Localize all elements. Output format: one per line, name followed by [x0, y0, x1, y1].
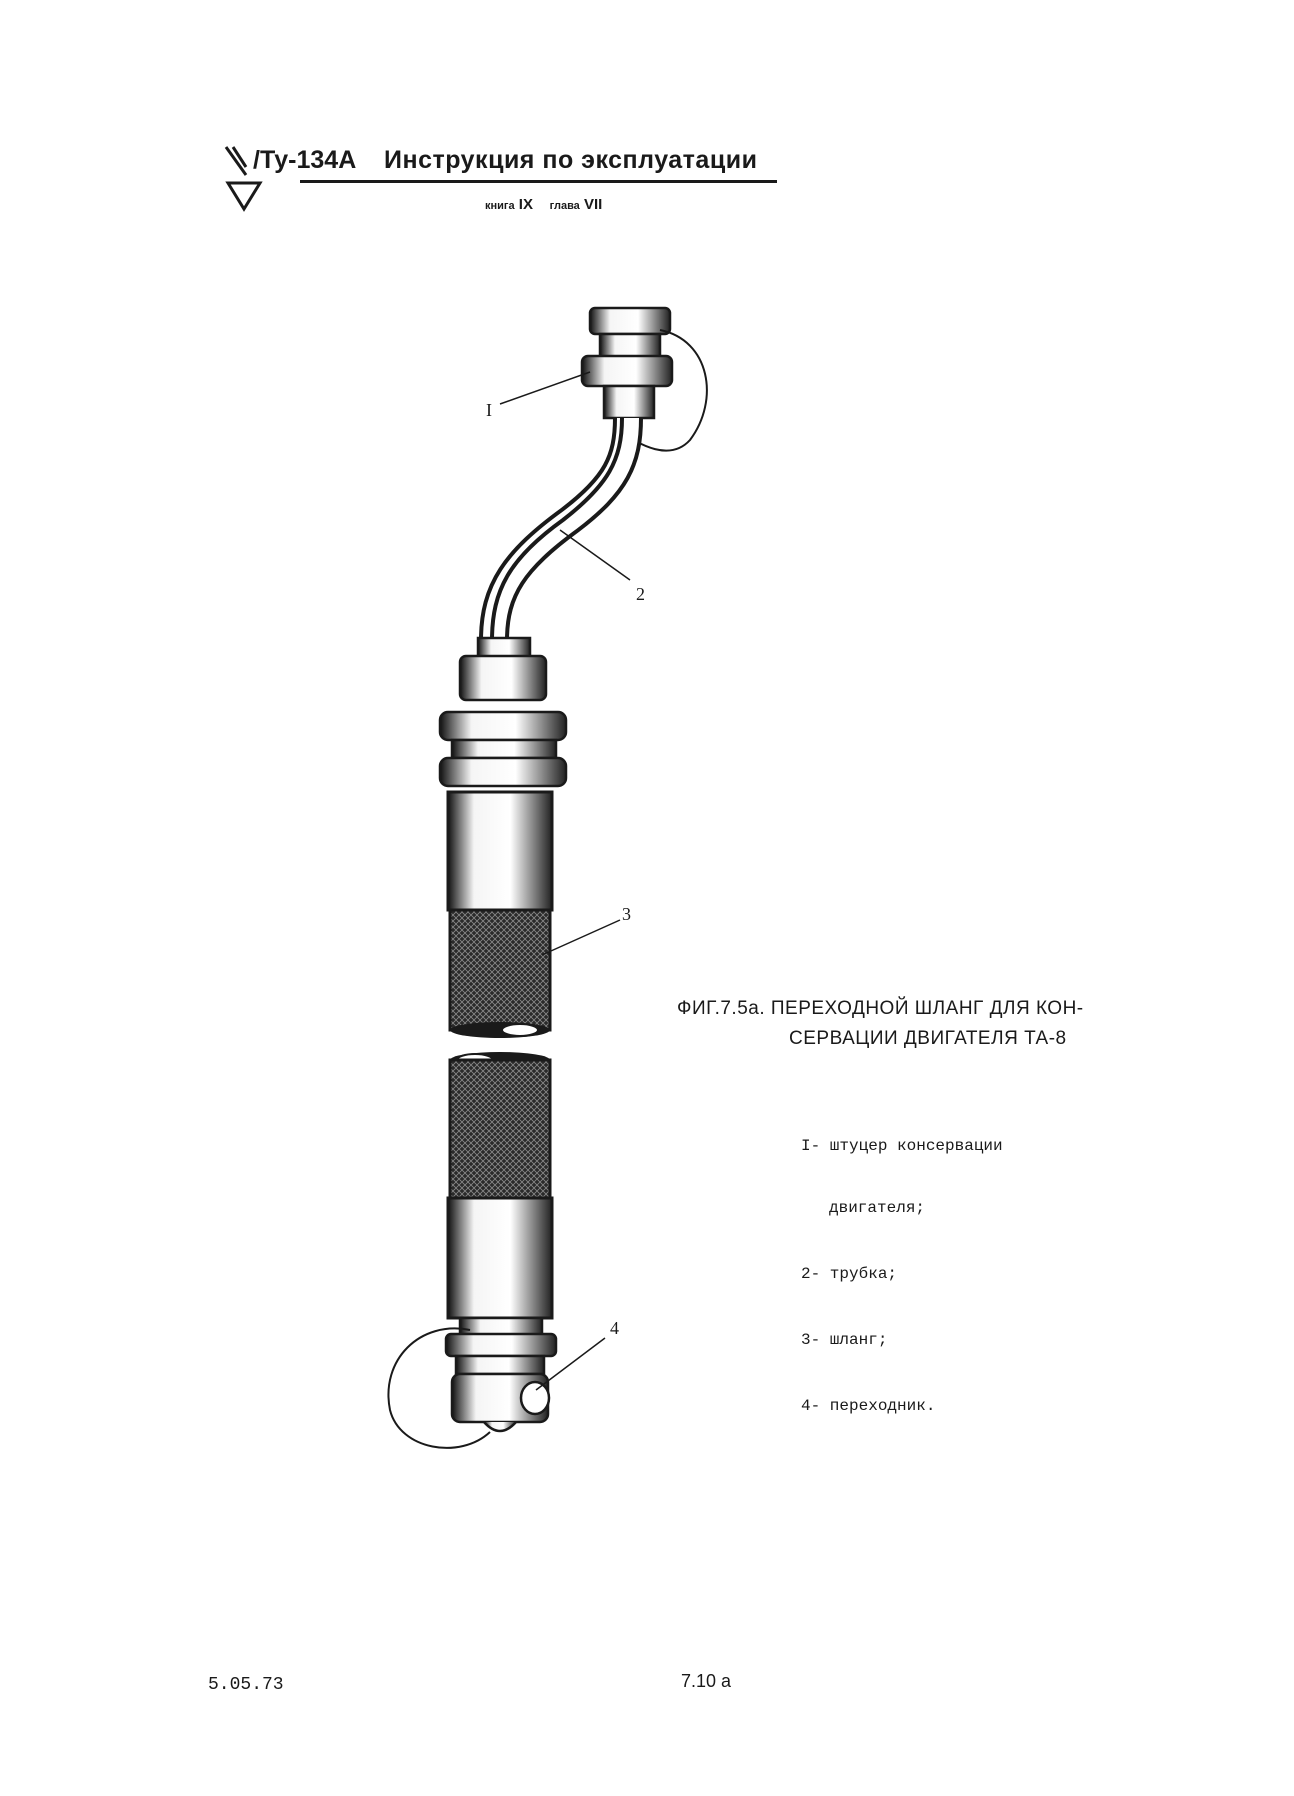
hose-ferrule-bottom — [446, 1196, 554, 1320]
page-number: 7.10 а — [681, 1671, 732, 1691]
adapter — [444, 1316, 558, 1433]
leader-lines — [499, 371, 631, 1391]
figure-caption: ФИГ.7.5а. ПЕРЕХОДНОЙ ШЛАНГ ДЛЯ КОН- СЕРВ… — [677, 994, 1084, 1054]
legend-item: I- штуцер консервации — [801, 1137, 1003, 1155]
caption-line-2: СЕРВАЦИИ ДВИГАТЕЛЯ ТА-8 — [789, 1028, 1067, 1049]
hose — [448, 908, 552, 1202]
book-number: IX — [518, 196, 533, 213]
chapter-label: глава — [549, 200, 580, 212]
callout-2: 2 — [636, 584, 645, 604]
engine-fitting — [580, 306, 674, 420]
logo-icon — [224, 146, 263, 212]
book-chapter-line: книга IX глава VII — [485, 196, 602, 213]
legend-item-continuation: двигателя; — [829, 1199, 926, 1217]
revision-date: 5.05.73 — [208, 1675, 284, 1695]
document-title: Инструкция по эксплуатации — [384, 146, 758, 174]
header-rule — [300, 180, 777, 183]
legend-item: 3- шланг; — [801, 1331, 888, 1349]
legend-item: 4- переходник. — [801, 1397, 936, 1415]
union-nuts — [438, 636, 568, 788]
aircraft-model: /Ту-134А — [253, 146, 357, 174]
caption-line-1: ФИГ.7.5а. ПЕРЕХОДНОЙ ШЛАНГ ДЛЯ КОН- — [677, 998, 1084, 1019]
callout-1: I — [486, 400, 492, 420]
book-label: книга — [485, 200, 515, 212]
callout-3: 3 — [622, 904, 631, 924]
parts-legend: I- штуцер консервации двигателя; 2- труб… — [801, 1091, 1003, 1439]
hose-ferrule-top — [446, 790, 554, 912]
lockwire-top — [619, 329, 708, 452]
callout-4: 4 — [610, 1318, 619, 1338]
lockwire-bottom — [387, 1327, 491, 1449]
legend-item: 2- трубка; — [801, 1265, 898, 1283]
chapter-number: VII — [583, 196, 603, 213]
